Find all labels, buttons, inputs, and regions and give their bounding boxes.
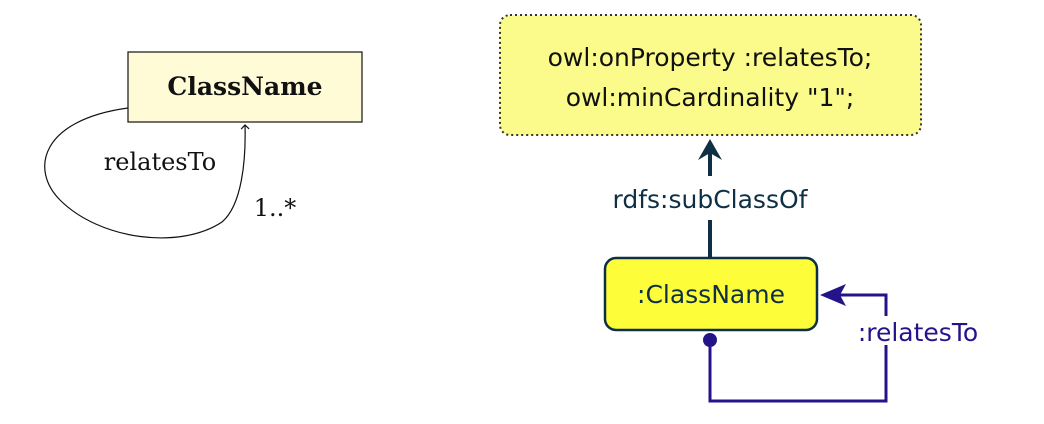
uml-self-association	[44, 107, 250, 239]
uml-association-label: relatesTo	[104, 148, 216, 176]
rdf-diagram: owl:onProperty :relatesTo; owl:minCardin…	[499, 14, 978, 403]
subclass-edge-label: rdfs:subClassOf	[613, 185, 809, 214]
uml-multiplicity-label: 1..*	[254, 194, 297, 222]
uml-class-box	[127, 51, 363, 123]
property-self-loop-top	[840, 293, 888, 316]
rdf-class-node	[603, 256, 819, 332]
property-label: :relatesTo	[858, 318, 978, 347]
property-self-loop	[708, 340, 888, 403]
uml-diagram: ClassName relatesTo 1..*	[44, 51, 363, 239]
owl-restriction-line-2: owl:minCardinality "1";	[566, 83, 855, 112]
property-arrowhead-icon	[820, 284, 846, 306]
rdf-class-name: :ClassName	[637, 280, 785, 309]
subclass-arrowhead-icon	[698, 139, 722, 160]
uml-class-name: ClassName	[167, 72, 322, 101]
owl-restriction-box	[499, 14, 922, 136]
owl-restriction-line-1: owl:onProperty :relatesTo;	[548, 43, 873, 72]
